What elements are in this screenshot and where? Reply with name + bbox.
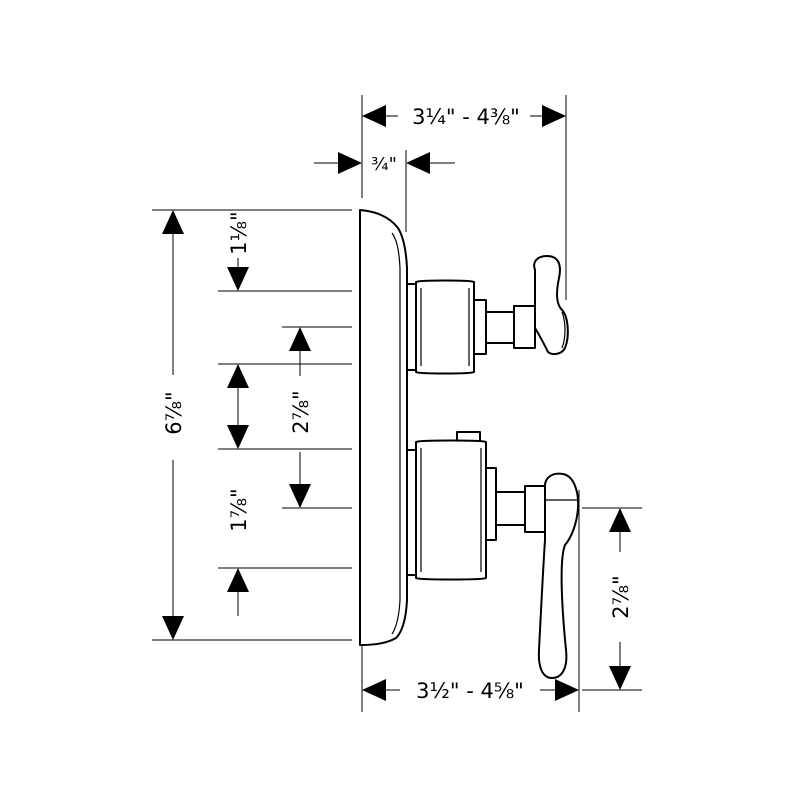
center-spacing-label: 2⅞" (289, 390, 313, 433)
arrow-down-icon (289, 484, 311, 508)
total-height-label: 6⅞" (162, 391, 186, 434)
arrow-up-icon (227, 568, 249, 592)
lower-lever-handle-valve (406, 431, 580, 679)
arrow-right-icon (542, 105, 566, 127)
arrow-down-icon (227, 267, 249, 291)
arrow-left-icon (406, 152, 430, 174)
arrow-down-icon (162, 616, 184, 640)
total-height-dimension: 6⅞" (162, 210, 186, 640)
wall-plate (359, 209, 408, 646)
upper-cross-handle-valve (406, 255, 569, 375)
arrow-up-icon (162, 210, 184, 234)
arrow-down-icon (609, 666, 631, 690)
bottom-offset-dimension: 1⅞" (227, 488, 251, 616)
top-offset-label: 1⅛" (227, 211, 251, 254)
arrow-right-icon (555, 679, 579, 701)
arrow-left-icon (362, 105, 386, 127)
arrow-up-icon (227, 364, 249, 388)
top-offset-dimension: 1⅛" (227, 211, 251, 291)
arrow-up-icon (609, 508, 631, 532)
plate-thickness-label: ¾" (371, 154, 397, 175)
arrow-down-icon (227, 425, 249, 449)
plate-thickness-dimension: ¾" (314, 152, 455, 175)
bottom-depth-dimension: 3½" - 4⅝" (362, 679, 579, 703)
mid-spacing-arrows (227, 364, 249, 449)
extension-lines (152, 95, 642, 712)
bottom-depth-label: 3½" - 4⅝" (416, 679, 524, 703)
bottom-offset-label: 1⅞" (227, 488, 251, 531)
lever-height-label: 2⅞" (609, 575, 633, 618)
arrow-left-icon (362, 679, 386, 701)
center-spacing-dimension: 2⅞" (289, 327, 313, 508)
arrow-up-icon (289, 327, 311, 351)
lever-height-dimension: 2⅞" (609, 508, 633, 690)
arrow-right-icon (338, 152, 362, 174)
top-depth-dimension: 3¼" - 4⅜" (362, 105, 566, 129)
top-depth-label: 3¼" - 4⅜" (412, 105, 520, 129)
